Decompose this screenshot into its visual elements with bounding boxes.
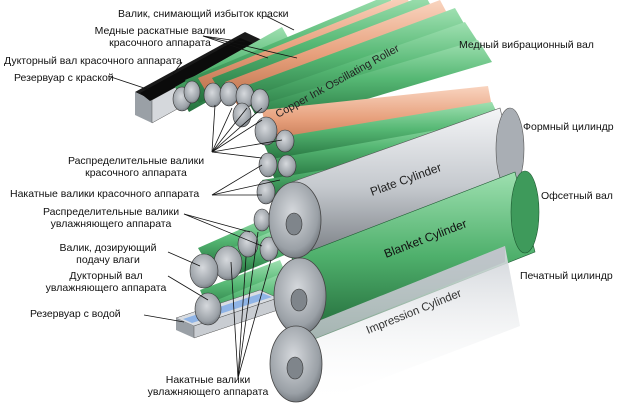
label-metering-roller-line2: подачу влаги xyxy=(76,254,140,266)
label-water-reservoir: Резервуар с водой xyxy=(30,308,121,320)
leader-lines xyxy=(107,15,298,379)
label-ink-reservoir: Резервуар с краской xyxy=(14,72,114,84)
plate-cylinder: Plate Cylinder xyxy=(291,107,525,267)
label-ink-form-rollers: Медные раскатные валики красочного аппар… xyxy=(90,25,230,49)
label-metering-roller-line1: Валик, дозирующий xyxy=(59,242,157,254)
label-ink-distributors-line2: красочного аппарата xyxy=(85,167,187,179)
label-damp-forme-rollers: Накатные валики увлажняющего аппарата xyxy=(140,374,276,398)
label-plate-cylinder: Формный цилиндр xyxy=(523,121,614,133)
label-damp-forme-rollers-line1: Накатные валики xyxy=(165,374,251,386)
label-damp-distributors: Распределительные валики увлажняющего ап… xyxy=(38,206,184,230)
label-blanket-cylinder: Офсетный вал xyxy=(541,190,613,202)
upper-ink-rollers: Copper Ink Oscillating Roller xyxy=(175,0,520,202)
label-excess-ink-roller: Валик, снимающий избыток краски xyxy=(118,8,289,20)
label-ink-distributors-line1: Распределительные валики xyxy=(67,155,205,167)
label-damp-fountain: Дукторный вал увлажняющего аппарата xyxy=(44,270,168,294)
cylinder-ends xyxy=(268,181,327,403)
label-ink-distributors: Распределительные валики красочного аппа… xyxy=(62,155,210,179)
label-damp-distributors-line1: Распределительные валики xyxy=(42,206,180,218)
impression-cylinder: Impression Cylinder xyxy=(296,246,520,406)
upper-roller-ends xyxy=(172,80,297,205)
label-damp-forme-rollers-line2: увлажняющего аппарата xyxy=(147,386,269,398)
label-damp-fountain-line2: увлажняющего аппарата xyxy=(45,282,167,294)
blanket-cylinder: Blanket Cylinder xyxy=(291,170,540,341)
label-ink-fountain-roller: Дукторный вал красочного аппарата xyxy=(4,55,182,67)
lower-roller-ends xyxy=(189,208,279,326)
label-ink-form-rollers-line1: Медные раскатные валики xyxy=(94,25,226,37)
label-ink-form-rollers-line2: красочного аппарата xyxy=(109,37,211,49)
label-damp-distributors-line2: увлажняющего аппарата xyxy=(50,218,172,230)
label-copper-oscillator: Медный вибрационный вал xyxy=(459,39,594,51)
label-ink-forme-rollers: Накатные валики красочного аппарата xyxy=(10,188,200,200)
label-impression-cylinder: Печатный цилиндр xyxy=(520,270,613,282)
label-damp-fountain-line1: Дукторный вал xyxy=(69,270,143,282)
label-metering-roller: Валик, дозирующий подачу влаги xyxy=(50,242,166,266)
